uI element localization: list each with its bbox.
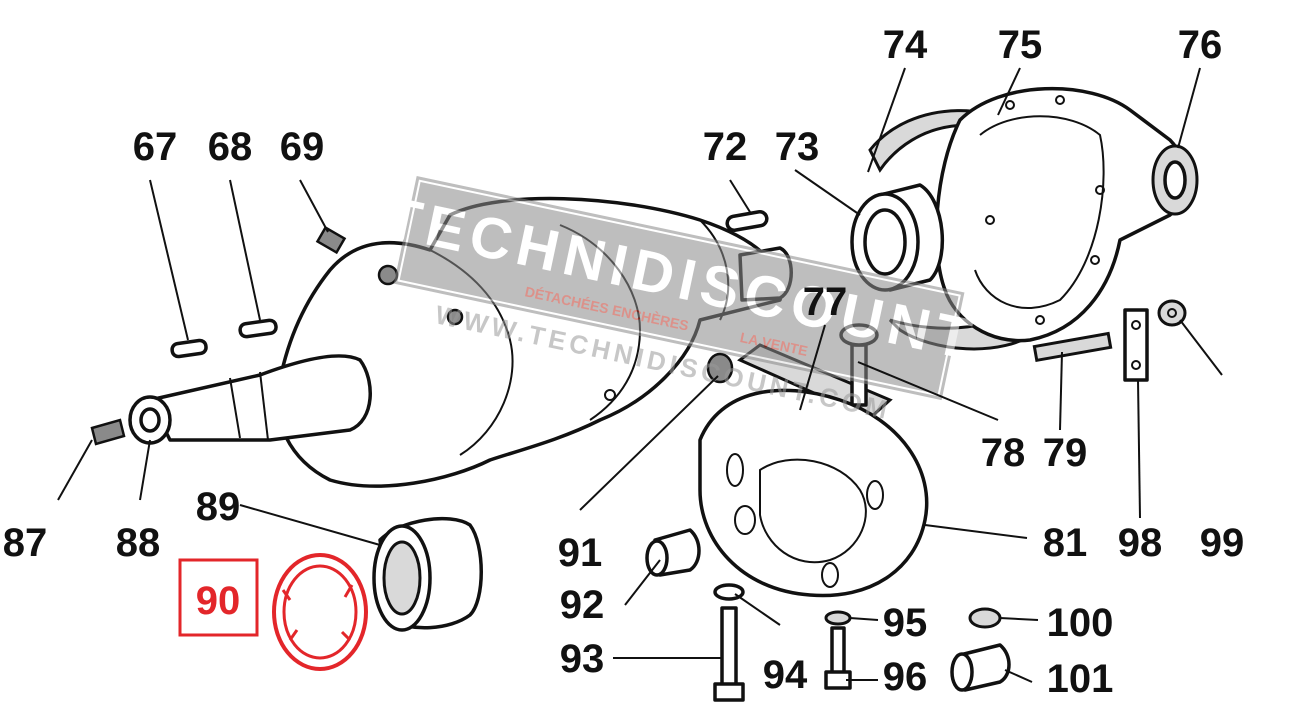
label-67: 67 [133, 125, 178, 169]
part-79-stud [1032, 331, 1113, 363]
part-81-flywheel [698, 388, 929, 598]
label-73: 73 [775, 125, 820, 169]
part-100-cap [968, 607, 1002, 629]
label-93: 93 [560, 637, 605, 681]
label-100: 100 [1047, 601, 1114, 645]
label-98: 98 [1118, 521, 1163, 565]
label-99: 99 [1200, 521, 1245, 565]
part-101-sleeve [950, 643, 1011, 692]
part-72-key [725, 209, 769, 233]
label-78: 78 [981, 431, 1026, 475]
label-95: 95 [883, 601, 928, 645]
part-69-screw [315, 225, 347, 255]
part-87-screw [90, 418, 126, 446]
label-75: 75 [998, 23, 1043, 67]
label-88: 88 [116, 521, 161, 565]
part-89-bearing [372, 516, 483, 632]
part-68-key [238, 318, 278, 339]
label-77: 77 [803, 280, 848, 324]
label-91: 91 [558, 531, 603, 575]
label-90: 90 [196, 579, 241, 623]
leader-lines [57, 67, 1223, 683]
label-101: 101 [1047, 657, 1114, 701]
part-76-seal [1151, 144, 1199, 216]
label-96: 96 [883, 655, 928, 699]
part-92-dowel [645, 528, 701, 577]
part-98-plate [1123, 308, 1149, 382]
label-79: 79 [1043, 431, 1088, 475]
label-69: 69 [280, 125, 325, 169]
part-99-nut [1157, 299, 1187, 327]
part-91-nut [706, 352, 734, 384]
part-73-bushing [850, 183, 944, 292]
label-74: 74 [883, 23, 928, 67]
label-89: 89 [196, 485, 241, 529]
part-67-key [170, 338, 208, 359]
part-96-bolt [824, 626, 852, 690]
label-81: 81 [1043, 521, 1088, 565]
part-75-housing [934, 86, 1187, 343]
highlight-box-90 [178, 558, 259, 637]
label-72: 72 [703, 125, 748, 169]
part-95-washer [824, 610, 852, 626]
label-94: 94 [763, 653, 808, 697]
label-87: 87 [3, 521, 48, 565]
part-90-ring-highlighted [272, 553, 368, 671]
part-labels: 67 68 69 72 73 74 75 76 77 78 79 81 87 8… [3, 23, 1245, 701]
label-68: 68 [208, 125, 253, 169]
label-92: 92 [560, 583, 605, 627]
part-93-bolt [713, 606, 745, 702]
label-76: 76 [1178, 23, 1223, 67]
